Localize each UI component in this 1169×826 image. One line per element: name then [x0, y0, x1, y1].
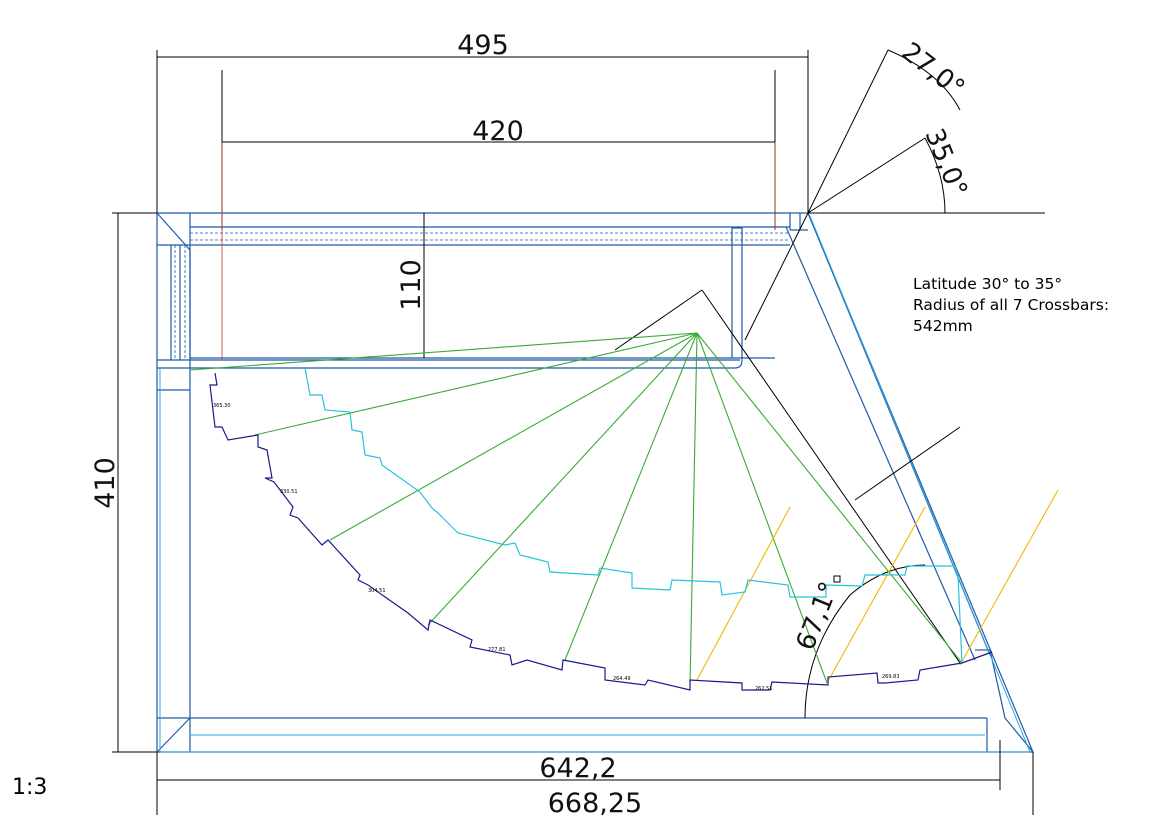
dim-angle-lower: 35,0° — [919, 124, 973, 201]
orange-guides — [696, 489, 1059, 684]
landing-dashed — [174, 232, 790, 360]
stair-frame — [156, 212, 1034, 753]
segment-label: 264.49 — [613, 676, 631, 682]
dim-angle-upper: 27,0° — [896, 37, 970, 104]
segment-label: 330.51 — [280, 489, 298, 495]
dim-landing-depth: 110 — [396, 259, 427, 311]
segment-label: 365.30 — [213, 403, 231, 409]
dim-top-inner: 420 — [472, 116, 524, 147]
note-line-1: Latitude 30° to 35° — [913, 275, 1063, 293]
reference-lines — [221, 142, 776, 360]
segment-label: 262.51 — [755, 686, 773, 692]
note-line-3: 542mm — [913, 317, 973, 335]
inner-stringer — [304, 367, 963, 664]
dim-top-outer: 495 — [457, 30, 509, 61]
dim-bottom-outer: 668,25 — [548, 788, 642, 819]
segment-label: 277.81 — [488, 647, 506, 653]
outer-stringer — [209, 372, 993, 691]
note-line-2: Radius of all 7 Crossbars: — [913, 296, 1110, 314]
scale-label: 1:3 — [12, 775, 48, 800]
crossbar-note: Latitude 30° to 35° Radius of all 7 Cros… — [913, 274, 1109, 337]
dim-angle-arc: 67,1° — [791, 578, 845, 655]
dim-bottom-inner: 642,2 — [539, 753, 616, 784]
dim-left-height: 410 — [90, 457, 121, 509]
segment-label: 269.83 — [882, 674, 900, 680]
segment-label: 304.51 — [368, 588, 386, 594]
dimension-lines — [112, 49, 1045, 815]
crossbars — [189, 332, 963, 686]
stair-frame-light — [159, 215, 1031, 753]
